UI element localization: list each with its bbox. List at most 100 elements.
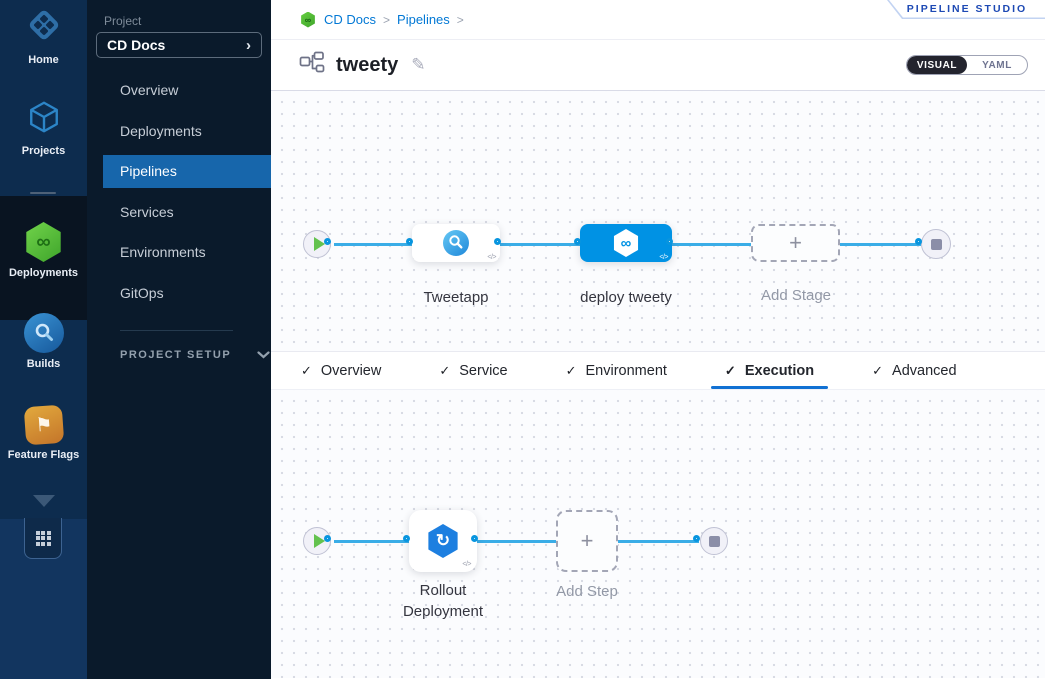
pipeline-end-node[interactable] [921, 229, 951, 259]
feature-flags-icon: ⚑ [23, 404, 64, 446]
toggle-visual-button[interactable]: VISUAL [907, 56, 967, 74]
project-setup-label: PROJECT SETUP [120, 349, 232, 361]
edit-pencil-icon[interactable]: ✎ [411, 55, 426, 74]
execution-start-node[interactable] [303, 527, 331, 555]
edge-port[interactable] [665, 237, 673, 245]
edge-port[interactable] [914, 237, 922, 245]
breadcrumb-link-pipelines[interactable]: Pipelines [397, 12, 450, 27]
edge-port[interactable] [573, 237, 581, 245]
stop-icon [708, 535, 720, 547]
add-step-label: Add Step [556, 583, 618, 600]
deployments-icon: ∞ [26, 222, 61, 262]
edge-port[interactable] [323, 534, 331, 542]
stage-node-tweetapp[interactable]: </> [412, 224, 500, 262]
nav-item-label: Deployments [120, 122, 202, 139]
title-bar: tweety ✎ VISUAL YAML [271, 40, 1045, 91]
tab-label: Service [459, 362, 508, 379]
edge-connector [477, 539, 556, 543]
project-nav-panel: Project CD Docs › Overview Deployments P… [87, 0, 271, 679]
breadcrumb-link-project[interactable]: CD Docs [324, 12, 377, 27]
main-content: ∞ CD Docs > Pipelines > tweety ✎ VISUAL … [271, 0, 1045, 679]
rail-item-label: Home [28, 54, 59, 66]
stage-label-deploy-tweety: deploy tweety [580, 289, 672, 306]
edge-connector [500, 242, 580, 246]
stage-graph-canvas[interactable]: </> ∞ </> + Tweetapp deploy tweety Add S… [271, 91, 1045, 351]
rolling-deployment-icon: ↻ [428, 524, 458, 558]
nav-item-services[interactable]: Services [87, 192, 271, 233]
stage-label-tweetapp: Tweetapp [423, 289, 489, 306]
stage-node-deploy-tweety[interactable]: ∞ </> [580, 224, 672, 262]
plus-icon: + [580, 528, 594, 553]
nav-item-overview[interactable]: Overview [87, 70, 271, 111]
rail-item-label: Feature Flags [7, 449, 80, 461]
build-stage-icon [443, 230, 469, 256]
project-selector[interactable]: CD Docs › [96, 32, 262, 58]
rail-item-feature-flags[interactable]: ⚑ Feature Flags [0, 404, 87, 462]
rail-item-builds[interactable]: Builds [0, 313, 87, 371]
add-stage-button[interactable]: + [751, 224, 840, 262]
tab-label: Advanced [892, 362, 957, 379]
nav-item-environments[interactable]: Environments [87, 232, 271, 273]
edge-port[interactable] [470, 534, 478, 542]
step-label-rollout-deployment: Rollout Deployment [402, 582, 484, 620]
edge-connector [334, 242, 412, 246]
check-icon: ✓ [724, 362, 736, 378]
code-icon[interactable]: </> [659, 254, 668, 261]
tab-advanced[interactable]: ✓ Advanced [872, 352, 956, 389]
rail-expand-chevron-down-icon[interactable] [33, 495, 55, 507]
rail-item-home[interactable]: Home [0, 6, 87, 67]
rail-item-label: Projects [21, 145, 66, 157]
rail-item-label: Deployments [8, 267, 79, 279]
tab-label: Execution [744, 362, 815, 379]
chevron-down-icon [257, 351, 270, 359]
nav-item-deployments[interactable]: Deployments [87, 111, 271, 152]
chevron-right-icon: › [246, 36, 251, 54]
page-title: tweety [336, 53, 399, 76]
grid-icon [35, 530, 51, 546]
plus-icon: + [789, 230, 802, 255]
stop-icon [930, 238, 942, 250]
tab-overview[interactable]: ✓ Overview [301, 352, 381, 389]
rail-item-projects[interactable]: Projects [0, 99, 87, 158]
add-step-button[interactable]: + [556, 510, 618, 572]
tab-service[interactable]: ✓ Service [439, 352, 507, 389]
edge-port[interactable] [692, 534, 700, 542]
all-modules-button[interactable] [24, 518, 62, 559]
edge-port[interactable] [493, 237, 501, 245]
rail-divider [30, 192, 56, 194]
visual-yaml-toggle: VISUAL YAML [906, 55, 1028, 75]
edge-connector [334, 539, 409, 543]
stage-tabstrip: ✓ Overview ✓ Service ✓ Environment ✓ Exe… [271, 351, 1045, 390]
code-icon[interactable]: </> [462, 561, 471, 568]
project-setup-toggle[interactable]: PROJECT SETUP [120, 349, 270, 361]
check-icon: ✓ [872, 362, 884, 378]
nav-item-pipelines[interactable]: Pipelines [87, 151, 271, 192]
edge-port[interactable] [405, 237, 413, 245]
nav-item-gitops[interactable]: GitOps [87, 273, 271, 314]
pipeline-graph-icon [299, 51, 325, 80]
tab-label: Environment [585, 362, 667, 379]
edge-port[interactable] [323, 237, 331, 245]
edge-port[interactable] [402, 534, 410, 542]
execution-end-node[interactable] [700, 527, 728, 555]
project-section-label: Project [104, 14, 142, 28]
tab-environment[interactable]: ✓ Environment [566, 352, 667, 389]
code-icon[interactable]: </> [487, 254, 496, 261]
breadcrumb-separator: > [456, 12, 464, 27]
check-icon: ✓ [301, 362, 312, 378]
step-node-rollout-deployment[interactable]: ↻ </> [409, 510, 477, 572]
tab-execution[interactable]: ✓ Execution [710, 352, 829, 389]
rail-item-deployments[interactable]: ∞ Deployments [0, 222, 87, 280]
execution-step-canvas[interactable]: ↻ </> + Rollout Deployment Add Step [271, 390, 1045, 678]
breadcrumb-separator: > [383, 12, 391, 27]
cd-module-icon: ∞ [301, 11, 315, 28]
nav-item-label: GitOps [120, 284, 164, 301]
home-icon [25, 6, 63, 49]
project-selector-value: CD Docs [107, 37, 166, 53]
check-icon: ✓ [565, 362, 577, 378]
toggle-yaml-button[interactable]: YAML [982, 59, 1012, 71]
nav-item-label: Services [120, 203, 174, 220]
pipeline-start-node[interactable] [303, 230, 331, 258]
nav-item-label: Environments [120, 244, 206, 260]
